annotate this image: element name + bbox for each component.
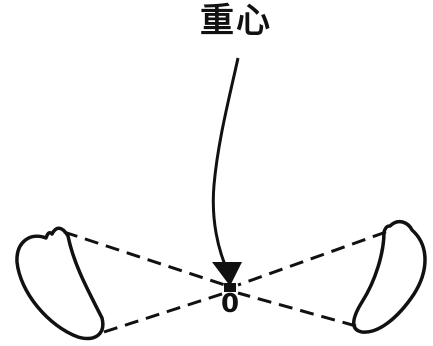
dashed-line-right-top: [238, 232, 386, 285]
center-of-gravity-label: 重心: [200, 4, 272, 38]
dashed-line-left-bottom: [104, 293, 225, 332]
origin-label: 0: [221, 291, 239, 317]
arrow-shaft: [213, 58, 238, 272]
dashed-line-left-top: [64, 232, 225, 285]
left-foot-outline: [17, 228, 103, 338]
dashed-line-right-bottom: [238, 293, 356, 326]
